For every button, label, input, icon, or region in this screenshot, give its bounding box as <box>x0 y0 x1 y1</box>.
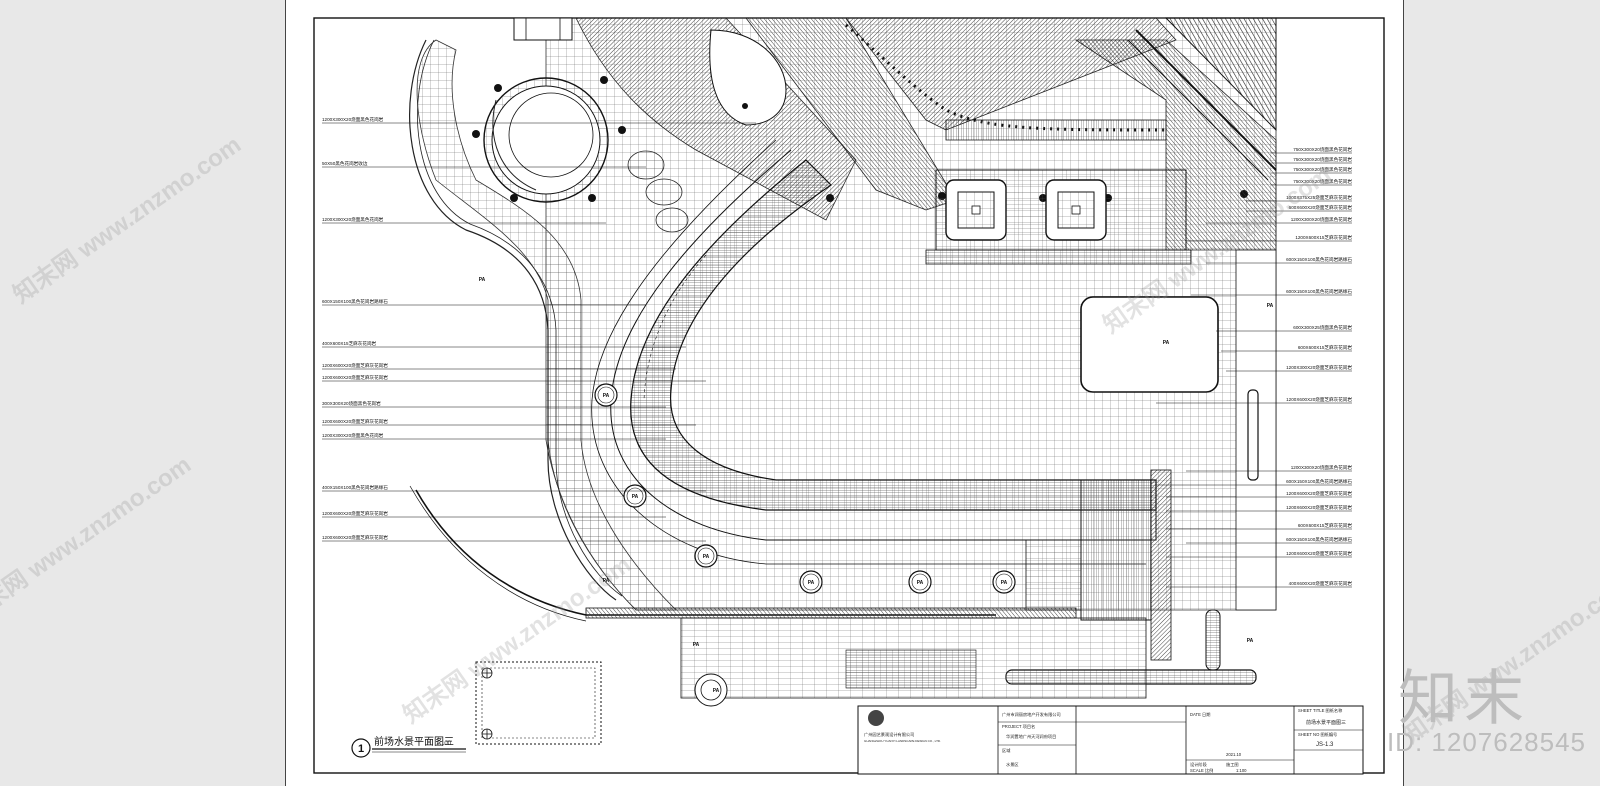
drawing-sheet: 1200X300X20烧面黑色花岗岩 50X50黑色花岗岩收边 1200X300X2… <box>285 0 1404 786</box>
tree-pit-inner-circle <box>626 487 644 505</box>
tree-pit-inner-circle <box>911 573 929 591</box>
left-material-callout: 400X150X100黑色花岗岩路缘石 <box>322 484 388 491</box>
date-value: 2021.10 <box>1226 752 1242 757</box>
right-material-callout: 1200X600X20烧面芝麻灰花岗岩 <box>1286 550 1352 557</box>
date-label: DATE 日期 <box>1190 712 1210 718</box>
sheet-title-label: SHEET TITLE 图纸名称 <box>1298 707 1342 714</box>
right-material-callout: 1000X375X25烧面芝麻灰花岗岩 <box>1286 194 1352 201</box>
right-material-callout: 600X150X100黑色花岗岩路缘石 <box>1286 536 1352 543</box>
pa-label: PA <box>632 494 639 500</box>
right-material-callout: 750X300X20烧面黑色花岗岩 <box>1293 156 1352 163</box>
left-material-callout: 1200X300X20烧面黑色花岗岩 <box>322 432 384 439</box>
right-material-callout: 600X150X100黑色花岗岩路缘石 <box>1286 288 1352 295</box>
title-block: 广州园艺景观设计有限公司 GUANGZHOU YUANYI LANDSCAPE … <box>857 705 1364 775</box>
area-label: 区域 <box>1002 747 1011 753</box>
right-material-callout: 1200X600X20烧面芝麻灰花岗岩 <box>1286 490 1352 497</box>
right-material-callout: 600X600X20烧面芝麻灰花岗岩 <box>1289 204 1353 211</box>
drawing-title: 前场水景平面图三 <box>374 735 454 748</box>
left-material-callout: 1200X600X20烧面芝麻灰花岗岩 <box>322 418 388 425</box>
landscape-plan-drawing: 1200X300X20烧面黑色花岗岩 50X50黑色花岗岩收边 1200X300X2… <box>313 17 1385 775</box>
stage-value: 施工图 <box>1226 761 1239 768</box>
right-material-callout: 1200X300X20烧面黑色花岗岩 <box>1291 216 1353 223</box>
stage-label: 设计阶段 <box>1190 761 1208 768</box>
watermark: 知末网 www.znzmo.com <box>8 131 247 309</box>
scale-value: 1:100 <box>1236 768 1247 773</box>
left-material-callout: 300X300X20烧面黑色花岗岩 <box>322 400 381 407</box>
designer-company-en: GUANGZHOU YUANYI LANDSCAPE DESIGN CO., L… <box>864 739 941 743</box>
sheet-no: JS-1.3 <box>1316 742 1334 748</box>
sheet-title: 前场水景平面图三 <box>1306 719 1346 726</box>
brand-logo-text: 知末 <box>1398 664 1530 734</box>
drawing-scale: 1:100 <box>436 741 452 747</box>
right-material-callout: 1200X300X20烧面黑色花岗岩 <box>1291 464 1353 471</box>
image-id: ID: 1207628545 <box>1386 727 1586 757</box>
pa-label: PA <box>1163 340 1170 346</box>
tree-pit-inner-circle <box>597 386 615 404</box>
right-material-callout: 1200X300X20烧面芝麻灰花岗岩 <box>1286 364 1352 371</box>
pa-label: PA <box>603 393 610 399</box>
left-material-callout: 400X600X15芝麻灰花岗岩 <box>322 340 377 347</box>
left-material-callout: 1200X600X20烧面芝麻灰花岗岩 <box>322 374 388 381</box>
right-material-callout: 600X150X100黑色花岗岩路缘石 <box>1286 256 1352 263</box>
pa-label: PA <box>917 580 924 586</box>
right-material-callout: 750X300X20烧面黑色花岗岩 <box>1293 178 1352 185</box>
left-material-callout: 600X150X100黑色花岗岩路缘石 <box>322 298 388 305</box>
designer-company: 广州园艺景观设计有限公司 <box>864 731 914 738</box>
right-material-callout: 750X300X20烧面黑色花岗岩 <box>1293 166 1352 173</box>
right-material-callout: 1200X600X15芝麻灰花岗岩 <box>1295 234 1352 241</box>
left-material-callout: 1200X600X20烧面芝麻灰花岗岩 <box>322 510 388 517</box>
watermark: 知末网 www.znzmo.com <box>0 451 197 629</box>
left-material-callout: 50X50黑色花岗岩收边 <box>322 160 368 167</box>
pa-label: PA <box>693 642 700 648</box>
area-name: 水景区 <box>1006 761 1019 768</box>
right-material-callout: 600X600X15芝麻灰花岗岩 <box>1298 344 1353 351</box>
left-material-callout: 1200X600X20烧面芝麻灰花岗岩 <box>322 534 388 541</box>
right-material-callout: 1200X600X20烧面芝麻灰花岗岩 <box>1286 396 1352 403</box>
tree-pit-inner-circle <box>995 573 1013 591</box>
project-label: PROJECT 项目名 <box>1002 723 1035 730</box>
left-material-callout: 1200X600X20烧面芝麻灰花岗岩 <box>322 362 388 369</box>
left-material-callout: 1200X300X20烧面黑色花岗岩 <box>322 216 384 223</box>
right-material-callout: 600X300X25烧面黑色花岗岩 <box>1293 324 1352 331</box>
pa-label: PA <box>479 277 486 283</box>
pa-label: PA <box>1267 303 1274 309</box>
pa-label: PA <box>1247 638 1254 644</box>
right-material-callout: 750X300X20烧面黑色花岗岩 <box>1293 146 1352 153</box>
pa-label: PA <box>1001 580 1008 586</box>
right-material-callout: 600X150X100黑色花岗岩路缘石 <box>1286 478 1352 485</box>
right-material-callout: 400X600X20烧面芝麻灰花岗岩 <box>1289 580 1353 587</box>
right-material-callout: 600X600X15芝麻灰花岗岩 <box>1298 522 1353 529</box>
tree-pit-inner-circle <box>802 573 820 591</box>
right-material-callout: 1200X600X20烧面芝麻灰花岗岩 <box>1286 504 1352 511</box>
pa-label: PA <box>713 688 720 694</box>
client-name: 广州市润丽房地产开发有限公司 <box>1002 711 1061 718</box>
scale-label: SCALE 比例 <box>1190 767 1213 774</box>
project-name: 华润置地广州天河润府项目 <box>1006 733 1056 740</box>
pa-label: PA <box>808 580 815 586</box>
left-material-callout: 1200X300X20烧面黑色花岗岩 <box>322 116 384 123</box>
drawing-number: 1 <box>358 743 364 755</box>
pa-label: PA <box>603 578 610 584</box>
tree-pit-inner-circle <box>697 547 715 565</box>
pa-label: PA <box>703 554 710 560</box>
sheet-no-label: SHEET NO 图纸编号 <box>1298 731 1337 738</box>
